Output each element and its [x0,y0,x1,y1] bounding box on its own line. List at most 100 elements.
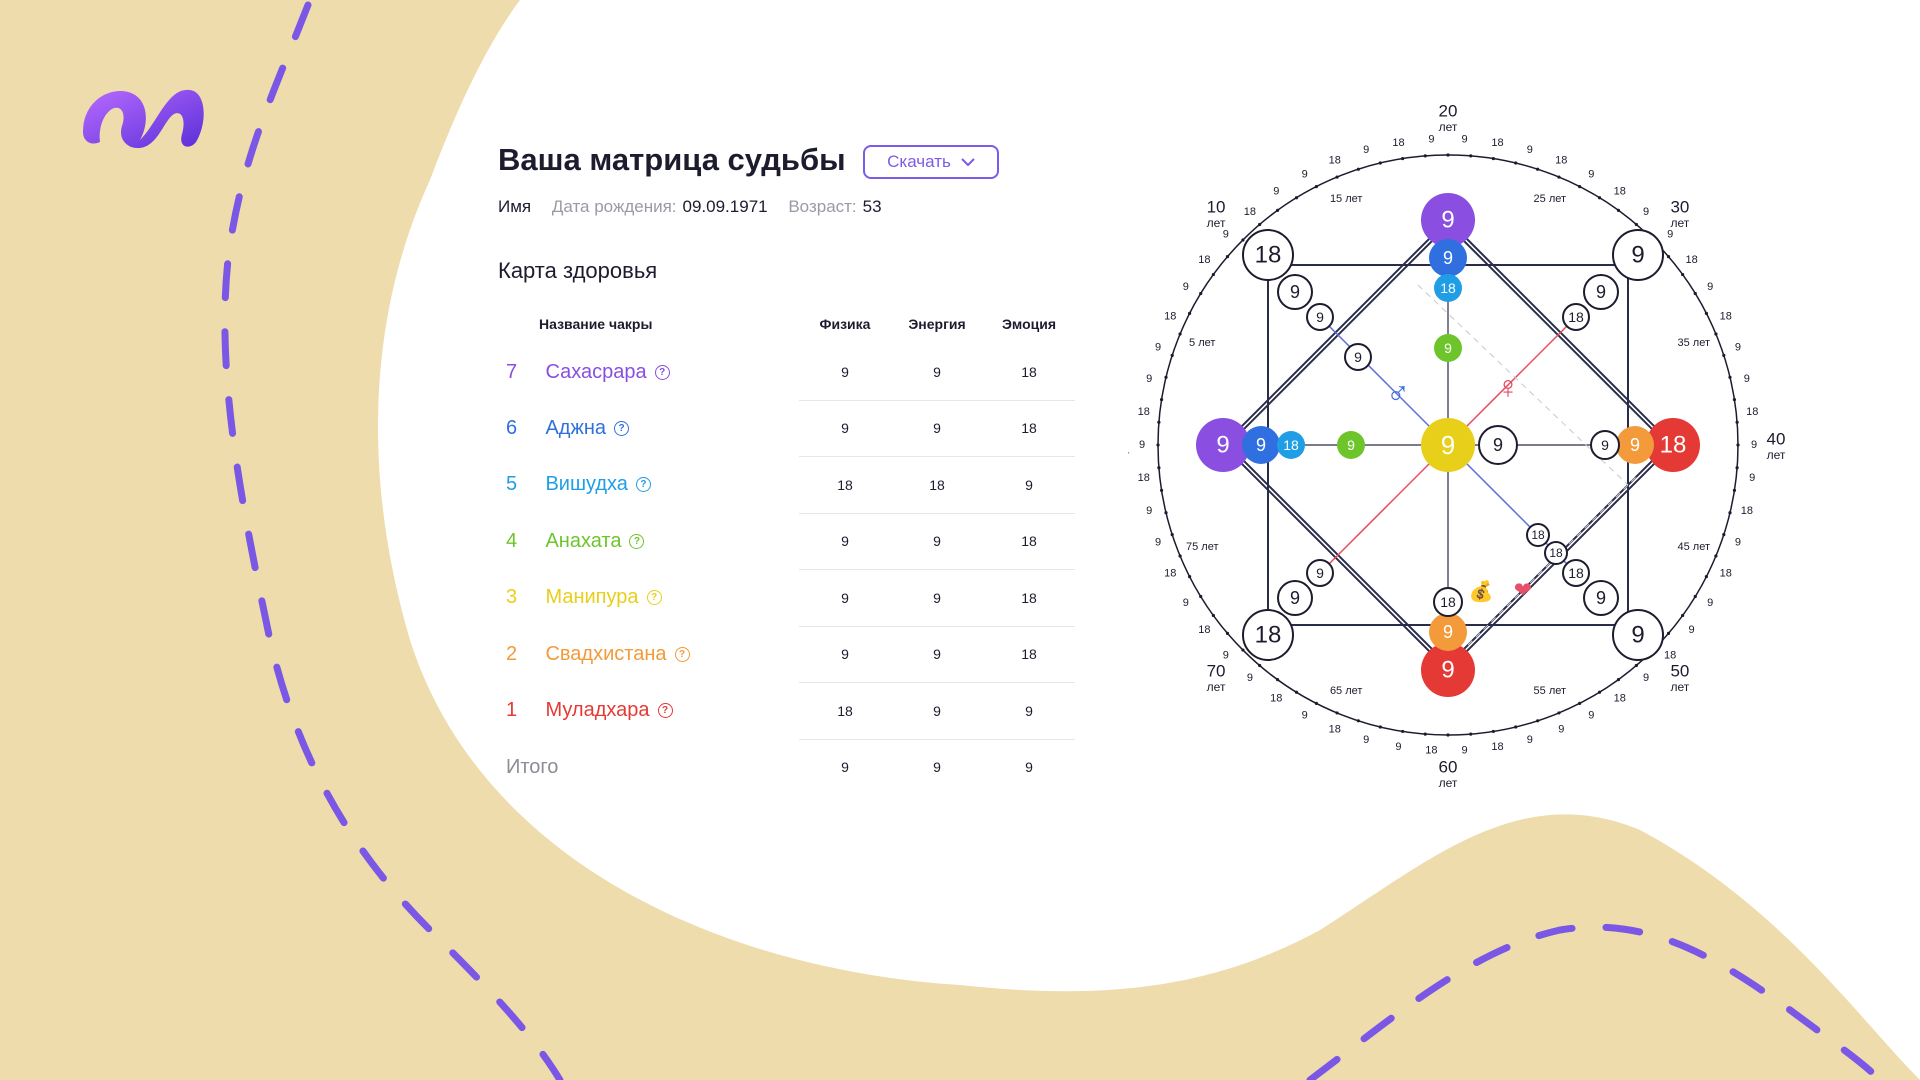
chakra-name: Вишудха [545,473,628,496]
age-unit: лет [1207,216,1226,230]
help-icon[interactable]: ? [635,477,651,493]
energy-value: 9 [891,513,983,570]
ring-tick [1314,185,1318,189]
ring-value: 9 [1302,709,1308,721]
center-node: 9 [1441,430,1455,460]
chakra-name-cell[interactable]: Манипура? [545,570,799,627]
bottom-outer: 9 [1441,657,1454,684]
chakra-name: Сахасрара [545,360,647,383]
bottom-left-mid: 9 [1290,588,1300,608]
age-label: Возраст: [788,197,857,216]
ring-value: 9 [1462,745,1468,757]
age-label: 20 [1439,102,1458,121]
diag-node-c: 18 [1549,546,1563,560]
ring-tick [1378,161,1382,165]
mid-age-label: 35 лет [1677,337,1710,349]
ring-tick [1732,398,1737,402]
top-left-mid: 9 [1290,282,1300,302]
download-button[interactable]: Скачать [863,145,999,179]
age-unit: лет [1439,120,1458,134]
chakra-name-cell[interactable]: Свадхистана? [545,626,799,683]
emotion-value: 18 [983,513,1075,570]
age-unit: лет [1128,448,1130,462]
ring-tick [1356,167,1360,171]
left-mid: 9 [1256,435,1266,455]
ring-value: 18 [1425,745,1437,757]
mid-age-label: 15 лет [1330,193,1363,205]
ring-value: 18 [1138,406,1150,418]
help-icon[interactable]: ? [614,420,630,436]
header-energy: Энергия [908,316,966,332]
diag-node-b: 18 [1531,528,1545,542]
ring-tick [1469,154,1473,158]
age-unit: лет [1767,448,1786,462]
chakra-number: 6 [506,416,518,439]
left-inner-circle [1277,431,1305,459]
dashed-path-left [221,1,564,1080]
diag-node-c-circle [1544,541,1568,565]
help-icon[interactable]: ? [654,364,670,380]
ring-value: 18 [1720,567,1732,579]
bottom-right-inner: 18 [1568,565,1584,581]
ring-tick [1225,255,1230,259]
ring-tick [1170,533,1174,537]
chakra-name: Аджна [545,416,607,439]
ring-tick [1378,725,1382,729]
ring-tick [1735,466,1739,470]
help-icon[interactable]: ? [629,533,645,549]
ring-tick [1446,153,1450,157]
ring-tick [1666,255,1671,259]
top-inner-circle [1434,274,1462,302]
top-right-outer-circle [1612,229,1664,281]
ring-value: 9 [1146,373,1152,385]
help-icon[interactable]: ? [657,703,673,719]
ring-tick [1258,222,1262,227]
ring-tick [1714,554,1718,558]
ring-tick [1275,678,1280,682]
chakra-name-cell[interactable]: Вишудха? [545,457,799,514]
left-center-node-circle [1337,431,1365,459]
ring-tick [1178,554,1182,558]
ring-value: 9 [1428,133,1434,145]
help-icon[interactable]: ? [674,646,690,662]
ring-tick [1335,711,1339,715]
ring-tick [1728,511,1732,515]
bottom-right-outer: 9 [1631,622,1644,649]
dash-line [1467,474,1639,646]
right-mid-circle [1616,426,1654,464]
top-right-mid-circle [1583,274,1619,310]
heart-node: 9 [1444,340,1452,356]
bottom-inner-circle [1433,587,1463,617]
chakra-number: 1 [506,699,518,722]
ring-tick [1159,398,1164,402]
ring-value: 9 [1751,439,1757,451]
ring-tick [1423,154,1427,158]
mid-age-label: 75 лет [1186,541,1219,553]
ring-value: 18 [1555,155,1567,167]
header-emotion: Эмоция [1001,316,1057,332]
physics-value: 18 [799,456,891,514]
emotion-value: 18 [983,400,1075,457]
ring-tick [1728,375,1732,379]
chakra-name-cell[interactable]: Анахата? [545,513,799,570]
physics-value: 9 [799,344,891,401]
chakra-name-cell[interactable]: Муладхара? [545,683,799,740]
ring-value: 9 [1247,672,1253,684]
ring-tick [1491,156,1495,161]
ring-value: 9 [1155,341,1161,353]
chakra-name: Анахата [545,529,622,552]
ring-value: 9 [1643,672,1649,684]
bottom-left-outer-circle [1242,609,1294,661]
right-mid: 9 [1630,435,1640,455]
chakra-name-cell[interactable]: Аджна? [545,400,799,457]
ring-tick [1681,613,1685,618]
help-icon[interactable]: ? [646,590,662,606]
right-outer: 18 [1660,432,1687,459]
chakra-name-cell[interactable]: Сахасрара? [545,344,799,400]
ring-value: 18 [1664,649,1676,661]
ring-value: 18 [1270,692,1282,704]
ring-value: 9 [1462,133,1468,145]
bottom-mid-circle [1429,613,1467,651]
